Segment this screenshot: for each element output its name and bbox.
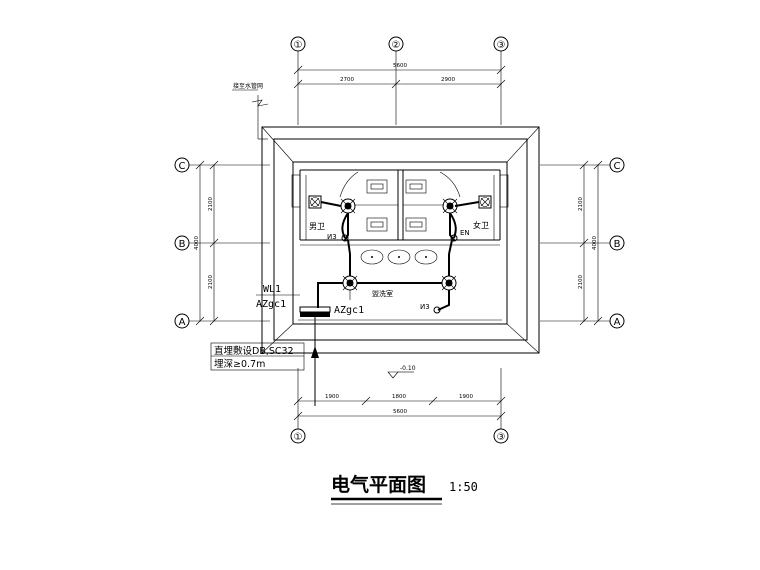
svg-text:接至水管网: 接至水管网 (233, 82, 263, 90)
axis-3-top: ③ (493, 36, 509, 125)
wash-room-label: 盥洗室 (372, 289, 393, 298)
svg-text:-0.10: -0.10 (400, 365, 416, 372)
ceiling-light-wash-left-icon (342, 275, 358, 291)
switch-men-icon (341, 234, 349, 242)
svg-text:A: A (614, 317, 621, 328)
axis-C-right: C (540, 157, 625, 173)
axis-C-left: C (174, 157, 270, 173)
switch-code-left: И3 (327, 233, 337, 241)
svg-text:①: ① (294, 40, 303, 51)
axis-B-right: B (540, 235, 625, 251)
svg-text:2100: 2100 (578, 275, 584, 289)
axis-2-top: ② (388, 36, 404, 125)
svg-text:B: B (614, 239, 621, 250)
svg-text:5600: 5600 (393, 409, 407, 415)
interior-walls (291, 169, 509, 321)
switch-women-icon (450, 234, 458, 242)
svg-text:直埋敷设DB,SC32: 直埋敷设DB,SC32 (214, 345, 294, 357)
svg-text:4000: 4000 (592, 236, 598, 250)
axis-A-left: A (174, 313, 270, 329)
elevation-mark: -0.10 (387, 365, 416, 379)
switch-code-right: EN (460, 229, 470, 237)
drawing-title: 电气平面图 1:50 (331, 473, 478, 505)
wiring-runs (317, 201, 480, 311)
svg-text:2900: 2900 (441, 77, 455, 83)
dimension-bottom: 1900 1800 1900 5600 (293, 394, 506, 421)
men-toilet-label: 男卫 (309, 222, 325, 231)
cable-note-box: 直埋敷设DB,SC32 埋深≥0.7m (210, 342, 305, 371)
exhaust-fan-right-icon (478, 195, 492, 209)
exhaust-fan-left-icon (308, 195, 322, 209)
axis-B-left: B (174, 235, 270, 251)
ceiling-light-wash-right-icon (441, 275, 457, 291)
svg-text:4000: 4000 (194, 236, 200, 250)
svg-text:C: C (179, 161, 186, 172)
svg-text:②: ② (392, 40, 401, 51)
svg-text:1900: 1900 (325, 394, 339, 400)
svg-text:2100: 2100 (578, 197, 584, 211)
dimension-top: 5600 2700 2900 (293, 63, 506, 89)
axis-3-bottom: ③ (493, 368, 509, 444)
switch-code-wash: И3 (420, 303, 430, 311)
ground-lead: 接至水管网 (232, 82, 269, 140)
ceiling-light-women-icon (442, 198, 458, 214)
dimension-left: 4000 2100 2100 (194, 160, 219, 326)
svg-text:1:50: 1:50 (449, 480, 478, 494)
incoming-cable (311, 317, 319, 406)
axis-1-bottom: ① (290, 368, 306, 444)
svg-text:2700: 2700 (340, 77, 354, 83)
svg-text:2100: 2100 (208, 275, 214, 289)
panel-label-right: AZgc1 (334, 305, 364, 316)
svg-text:电气平面图: 电气平面图 (331, 473, 426, 496)
switch-wash-icon (433, 306, 441, 314)
dimension-right: 2100 2100 4000 (578, 160, 603, 326)
axis-A-right: A (540, 313, 625, 329)
building-outline (261, 126, 540, 354)
toilet-stall-left (339, 171, 398, 232)
svg-text:埋深≥0.7m: 埋深≥0.7m (214, 359, 265, 370)
panel-label-left: AZgc1 (256, 299, 286, 310)
svg-text:③: ③ (497, 432, 506, 443)
svg-text:③: ③ (497, 40, 506, 51)
ceiling-light-men-icon (340, 198, 356, 214)
svg-text:C: C (614, 161, 621, 172)
svg-text:1900: 1900 (459, 394, 473, 400)
wash-basins (360, 249, 438, 265)
svg-text:2100: 2100 (208, 197, 214, 211)
distribution-panel-icon (299, 306, 331, 317)
svg-text:A: A (179, 317, 186, 328)
svg-text:5600: 5600 (393, 63, 407, 69)
toilet-stall-right (403, 171, 461, 232)
women-toilet-label: 女卫 (473, 220, 489, 230)
wl-label: WL1 (263, 284, 281, 295)
svg-text:B: B (179, 239, 186, 250)
axis-1-top: ① (290, 36, 306, 125)
svg-text:1800: 1800 (392, 394, 406, 400)
svg-text:①: ① (294, 432, 303, 443)
